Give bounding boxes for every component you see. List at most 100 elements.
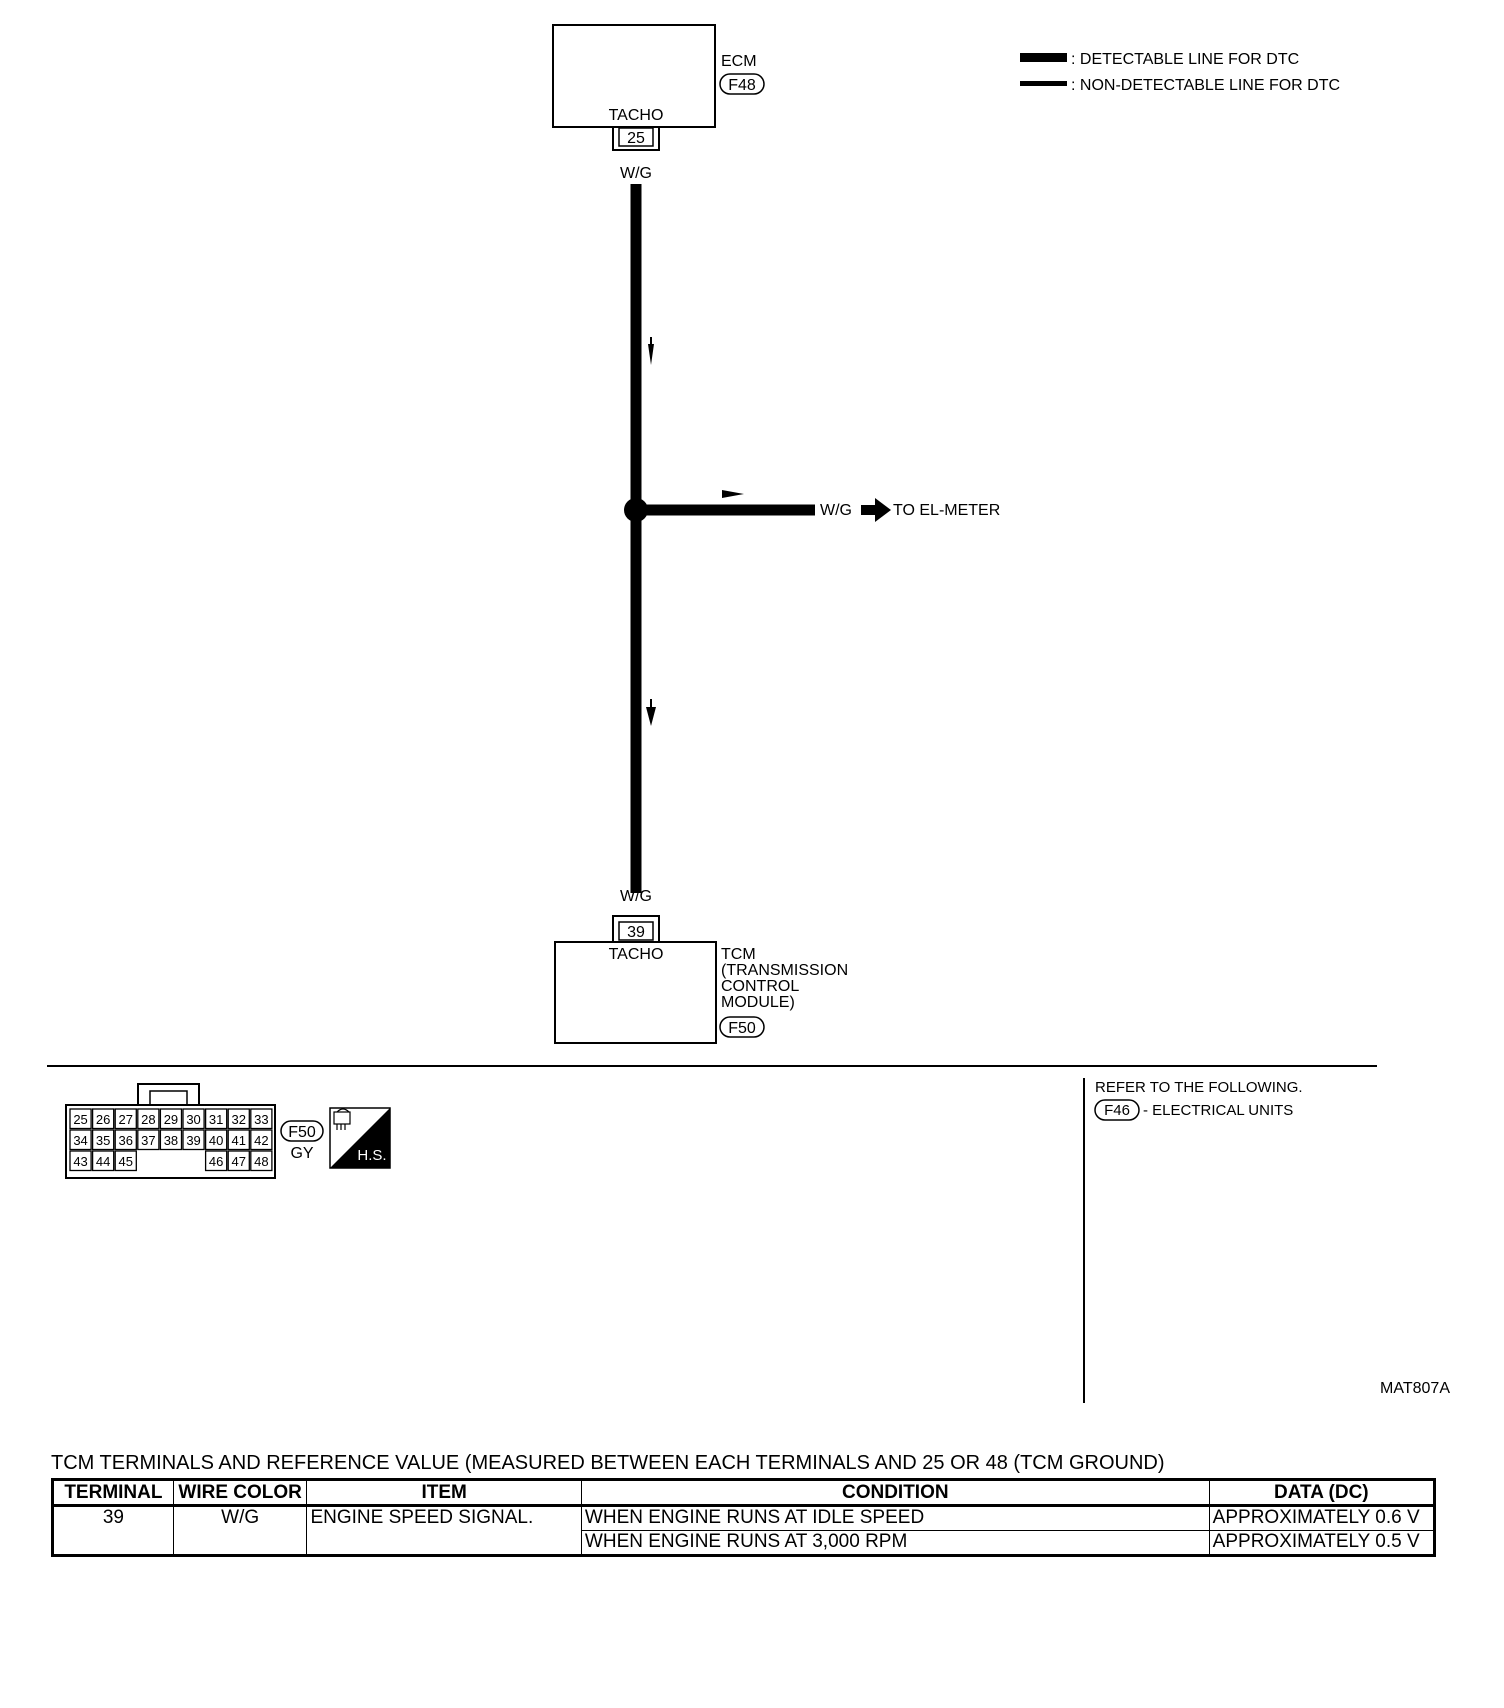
connector-pin-cell	[91, 1129, 115, 1151]
harness-side-icon: H.S.	[329, 1107, 391, 1169]
connector-pin-number: 36	[119, 1133, 133, 1148]
tcm-terminal-bracket	[612, 915, 660, 942]
tcm-terminal-number: 39	[627, 924, 645, 941]
refer-connector-badge	[1094, 1099, 1140, 1121]
connector-pin-cell	[137, 1108, 160, 1130]
ecm-wire-color: W/G	[620, 165, 652, 182]
connector-pin-number: 25	[73, 1112, 87, 1127]
cell-condition: WHEN ENGINE RUNS AT IDLE SPEED	[580, 1505, 1210, 1531]
connector-pin-cell	[250, 1129, 273, 1151]
branch-arrow-head	[875, 498, 891, 522]
connector-pin-cell	[114, 1129, 137, 1151]
connector-pin-cell	[159, 1129, 183, 1151]
header-item: ITEM	[306, 1479, 582, 1506]
connector-pin-number: 47	[232, 1154, 246, 1169]
connector-pin-number: 28	[141, 1112, 155, 1127]
ecm-terminal-bracket	[612, 127, 660, 151]
connector-pin-cell	[250, 1150, 273, 1172]
ecm-connector-badge	[719, 73, 765, 95]
connector-pin-cell	[114, 1108, 137, 1130]
connector-pin-number: 41	[232, 1133, 246, 1148]
connector-pin-number: 34	[73, 1133, 87, 1148]
connector-pin-number: 43	[73, 1154, 87, 1169]
connector-pin-number: 44	[96, 1154, 110, 1169]
connector-pin-number: 39	[186, 1133, 200, 1148]
header-terminal: TERMINAL	[52, 1479, 174, 1506]
connector-pin-number: 31	[209, 1112, 223, 1127]
connector-pin-cell	[114, 1150, 137, 1172]
tcm-label-line-3: CONTROL	[721, 978, 799, 995]
refer-line: REFER TO THE FOLLOWING.	[1095, 1079, 1303, 1096]
branch-arrow-shaft	[861, 505, 875, 515]
branch-destination: TO EL-METER	[893, 502, 1000, 519]
cell-condition: WHEN ENGINE RUNS AT 3,000 RPM	[580, 1530, 1210, 1556]
tcm-box	[554, 941, 717, 1044]
connector-pin-number: 37	[141, 1133, 155, 1148]
cell-data: APPROXIMATELY 0.6 V	[1208, 1505, 1436, 1531]
branch-wire-color: W/G	[820, 502, 852, 519]
connector-latch	[137, 1083, 200, 1105]
table-row: WHEN ENGINE RUNS AT 3,000 RPM APPROXIMAT…	[53, 1530, 1436, 1556]
header-condition: CONDITION	[580, 1479, 1210, 1506]
connector-pin-cell	[204, 1150, 228, 1172]
connector-pin-number: 29	[164, 1112, 178, 1127]
ecm-label: ECM	[721, 53, 757, 70]
ecm-connector-id: F48	[728, 77, 756, 94]
tcm-wire-color: W/G	[620, 888, 652, 905]
connector-pin-cell	[91, 1108, 115, 1130]
ecm-terminal-name: TACHO	[609, 107, 664, 124]
connector-pin-cell	[91, 1150, 115, 1172]
flow-arrow-right	[722, 490, 744, 498]
connector-pin-number: 40	[209, 1133, 223, 1148]
header-data: DATA (DC)	[1208, 1479, 1436, 1506]
connector-pin-cell	[137, 1129, 160, 1151]
table-header-row: TERMINAL WIRE COLOR ITEM CONDITION DATA …	[52, 1479, 1436, 1506]
cell-terminal: 39	[52, 1505, 174, 1556]
connector-pin-number: 46	[209, 1154, 223, 1169]
legend-non-detectable-swatch	[1020, 81, 1067, 86]
cell-item: ENGINE SPEED SIGNAL.	[306, 1505, 582, 1556]
cell-wire-color: W/G	[172, 1505, 308, 1556]
tcm-terminal-box	[618, 921, 654, 941]
header-wire-color: WIRE COLOR	[172, 1479, 308, 1506]
legend-non-detectable-label: : NON-DETECTABLE LINE FOR DTC	[1071, 77, 1340, 94]
tcm-label-line-4: MODULE)	[721, 994, 795, 1011]
connector-pin-cell	[69, 1129, 92, 1151]
tcm-label-line-2: (TRANSMISSION	[721, 962, 848, 979]
connector-latch-inner	[149, 1090, 188, 1106]
connector-pin-cell	[69, 1150, 92, 1172]
connector-view-badge	[280, 1120, 324, 1142]
figure-code: MAT807A	[1380, 1380, 1450, 1397]
connector-pin-number: 33	[254, 1112, 268, 1127]
connector-pin-cell	[227, 1108, 250, 1130]
harness-side-label: H.S.	[357, 1147, 386, 1164]
table-row: 39 W/G ENGINE SPEED SIGNAL. WHEN ENGINE …	[52, 1505, 1436, 1556]
connector-pin-cell	[182, 1129, 205, 1151]
connector-pin-number: 38	[164, 1133, 178, 1148]
connector-pin-number: 26	[96, 1112, 110, 1127]
connector-pin-cell	[204, 1108, 228, 1130]
refer-connector-id: F46	[1104, 1102, 1130, 1119]
connector-view-color: GY	[290, 1145, 313, 1162]
connector-pin-cell	[69, 1108, 92, 1130]
connector-pin-number: 48	[254, 1154, 268, 1169]
legend-detectable-swatch	[1020, 53, 1067, 62]
connector-pin-number: 27	[119, 1112, 133, 1127]
connector-pin-cell	[227, 1129, 250, 1151]
connector-pin-number: 35	[96, 1133, 110, 1148]
tcm-connector-badge	[719, 1016, 765, 1038]
tcm-terminal-name: TACHO	[609, 946, 664, 963]
ecm-box	[552, 24, 716, 128]
ecm-terminal-number: 25	[627, 130, 645, 147]
connector-pin-number: 32	[232, 1112, 246, 1127]
connector-pin-cell	[204, 1129, 228, 1151]
connector-pin-number: 30	[186, 1112, 200, 1127]
legend-detectable-label: : DETECTABLE LINE FOR DTC	[1071, 51, 1299, 68]
flow-arrow-down-lower	[646, 707, 656, 726]
connector-pin-number: 45	[119, 1154, 133, 1169]
connector-pin-cell	[159, 1108, 183, 1130]
table-caption: TCM TERMINALS AND REFERENCE VALUE (MEASU…	[51, 1452, 1165, 1474]
tcm-connector-id: F50	[728, 1020, 756, 1037]
